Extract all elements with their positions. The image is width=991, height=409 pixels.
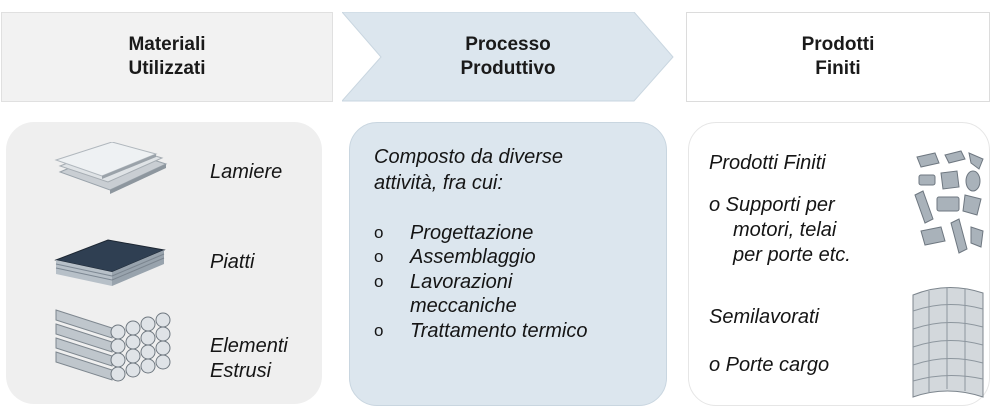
list-item: o Assemblaggio <box>374 245 587 269</box>
list-item-line: meccaniche <box>410 295 517 318</box>
metal-sheets-icon <box>54 142 168 194</box>
chevron-arrow-shape <box>342 12 674 102</box>
process-activity-list: o Progettazione o Assemblaggio o Lavoraz… <box>374 221 587 343</box>
extruded-bars-icon <box>55 309 171 382</box>
products-panel: Prodotti Finiti o Supporti per motori, t… <box>688 122 990 406</box>
bullet: o <box>374 271 384 291</box>
list-item-text: Assemblaggio <box>410 246 536 269</box>
list-item: o Progettazione <box>374 221 587 245</box>
semi-finished-title: Semilavorati <box>709 306 820 328</box>
process-panel: Composto da diverse attività, fra cui: o… <box>349 122 667 406</box>
bullet: o <box>374 223 384 242</box>
metal-plates-icon <box>54 239 166 286</box>
list-item-line: Lavorazioni <box>410 270 513 293</box>
header-line: Finiti <box>815 58 861 79</box>
list-item-text: Progettazione <box>410 222 534 244</box>
aircraft-brackets-icon <box>914 150 984 254</box>
finished-item-line: o Supporti per <box>709 194 835 216</box>
header-prodotti-finiti: Prodotti Finiti <box>686 12 990 102</box>
material-label-line: Estrusi <box>210 360 272 382</box>
list-item: o Lavorazioni meccaniche <box>374 270 587 319</box>
header-line: Utilizzati <box>128 58 206 79</box>
bullet: o <box>374 247 384 267</box>
process-intro-line: Composto da diverse <box>374 146 563 168</box>
materials-panel: Lamiere Piatti Elementi Estrusi <box>6 122 322 404</box>
header-materiali-utilizzati: Materiali Utilizzati <box>1 12 333 102</box>
header-line: Prodotti <box>801 34 875 56</box>
semi-finished-item: o Porte cargo <box>709 354 830 376</box>
finished-item-line: motori, telai <box>733 219 837 241</box>
header-line: Materiali <box>128 34 206 56</box>
header-line: Processo <box>465 34 551 56</box>
finished-item-line: per porte etc. <box>733 244 851 266</box>
material-label: Piatti <box>210 251 255 273</box>
material-label: Elementi Estrusi <box>210 334 288 384</box>
list-item-text: Trattamento termico <box>410 319 588 342</box>
process-intro: Composto da diverse attività, fra cui: <box>374 145 654 196</box>
material-label-line: Elementi <box>210 335 288 357</box>
material-label: Lamiere <box>210 161 283 183</box>
bullet: o <box>374 320 384 340</box>
header-processo-produttivo: Processo Produttivo <box>342 12 674 102</box>
header-line: Produttivo <box>460 58 556 79</box>
finished-products-title: Prodotti Finiti <box>709 152 826 174</box>
finished-products-item: o Supporti per motori, telai per porte e… <box>709 193 851 268</box>
cargo-door-panel-icon <box>912 286 984 398</box>
list-item: o Trattamento termico <box>374 319 587 343</box>
list-item-text: Lavorazioni meccaniche <box>410 270 517 319</box>
process-intro-line: attività, fra cui: <box>374 171 503 194</box>
